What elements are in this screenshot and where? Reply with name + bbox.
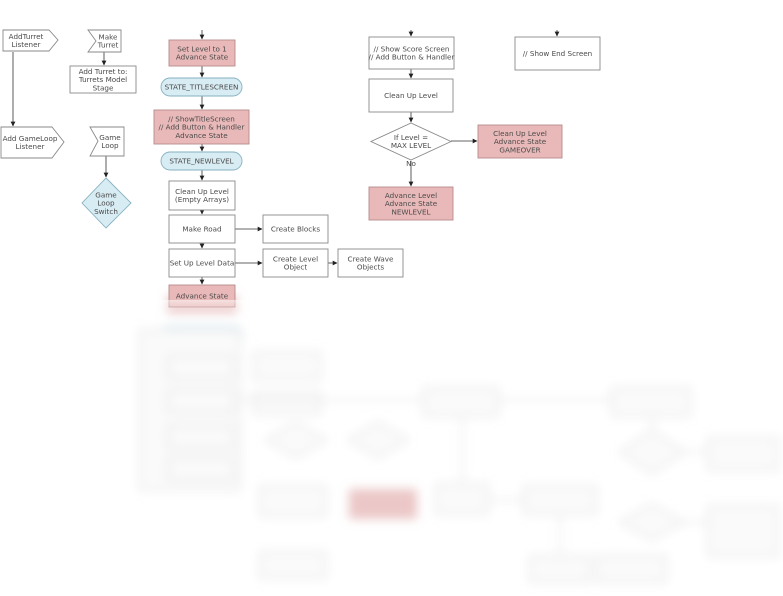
node-state-newlevel[interactable]: STATE_NEWLEVEL: [160, 151, 243, 171]
node-set-up-level-data[interactable]: Set Up Level Data: [168, 248, 236, 278]
node-cleanup-gameover-line-3: GAMEOVER: [499, 145, 540, 154]
node-cleanup-empty-line-2: (Empty Arrays): [175, 195, 229, 204]
node-advance-level-newlevel[interactable]: Advance Level Advance State NEWLEVEL: [368, 186, 454, 221]
node-add-gameloop-listener[interactable]: Add GameLoop Listener: [0, 126, 65, 159]
node-advance-newlevel-line-1: Advance Level: [385, 191, 437, 200]
node-setlevel-line-1: Set Level to 1: [177, 45, 226, 54]
node-advance-newlevel-line-2: Advance State: [385, 199, 438, 208]
nodes: AddTurret Listener Make Turret Add Turre…: [0, 29, 601, 308]
node-showscore-line-1: // Show Score Screen: [374, 45, 450, 54]
node-state-titlescreen[interactable]: STATE_TITLESCREEN: [160, 77, 243, 97]
node-game-loop-switch[interactable]: Game Loop Switch: [81, 177, 132, 229]
node-clean-up-level[interactable]: Clean Up Level: [368, 78, 454, 113]
node-showtitle-line-1: // ShowTitleScreen: [168, 114, 235, 123]
node-createblocks-label: Create Blocks: [271, 225, 321, 234]
node-create-wave-objects[interactable]: Create Wave Objects: [337, 248, 404, 278]
node-advance-newlevel-line-3: NEWLEVEL: [391, 207, 430, 216]
node-state-newlevel-label: STATE_NEWLEVEL: [169, 157, 233, 166]
blurred-lower-diagram: [139, 295, 779, 583]
node-makeroad-label: Make Road: [182, 225, 221, 234]
node-setlevel-line-2: Advance State: [176, 53, 229, 62]
edge-label-no: No: [406, 159, 416, 168]
node-make-road[interactable]: Make Road: [168, 214, 236, 244]
node-addturret-line-1: AddTurret: [9, 32, 44, 41]
node-addturretto-line-3: Stage: [93, 83, 114, 92]
node-showend-label: // Show End Screen: [523, 49, 592, 58]
node-show-end-screen[interactable]: // Show End Screen: [514, 36, 601, 71]
node-showtitle-line-2: // Add Button & Handler: [159, 123, 245, 132]
node-advancestate-bottom-label: Advance State: [176, 292, 229, 301]
node-if-level-max[interactable]: If Level = MAX LEVEL: [369, 122, 453, 161]
node-showtitle-line-3: Advance State: [175, 131, 228, 140]
node-maketurret-line-2: Turret: [97, 41, 119, 50]
node-addturret-line-2: Listener: [12, 40, 41, 49]
node-createlevelobject-line-1: Create Level: [273, 255, 318, 264]
node-iflevelmax-line-1: If Level =: [394, 133, 428, 142]
blur-seam: [150, 300, 260, 314]
node-cleanup-gameover-line-1: Clean Up Level: [493, 129, 547, 138]
node-createwaveobjects-line-1: Create Wave: [348, 255, 394, 264]
node-create-blocks[interactable]: Create Blocks: [262, 214, 329, 244]
node-show-title-screen[interactable]: // ShowTitleScreen // Add Button & Handl…: [153, 109, 250, 145]
node-clean-up-gameover[interactable]: Clean Up Level Advance State GAMEOVER: [477, 124, 563, 159]
node-addgameloop-line-1: Add GameLoop: [3, 134, 58, 143]
node-addturretto-line-2: Turrets Model: [78, 75, 127, 84]
node-game-loop[interactable]: Game Loop: [89, 126, 125, 157]
node-gameloopswitch-line-3: Switch: [94, 207, 118, 216]
edges: No: [10, 30, 560, 285]
node-addturret-listener[interactable]: AddTurret Listener: [2, 29, 59, 52]
node-show-score-screen[interactable]: // Show Score Screen // Add Button & Han…: [368, 36, 455, 70]
node-cleanup-gameover-line-2: Advance State: [494, 137, 547, 146]
node-createwaveobjects-line-2: Objects: [357, 263, 384, 272]
node-make-turret[interactable]: Make Turret: [87, 29, 122, 53]
node-addturretto-line-1: Add Turret to:: [79, 67, 128, 76]
node-maketurret-line-1: Make: [99, 33, 119, 42]
node-iflevelmax-line-2: MAX LEVEL: [391, 141, 431, 150]
node-create-level-object[interactable]: Create Level Object: [262, 248, 329, 278]
node-gameloopswitch-line-1: Game: [95, 190, 117, 199]
node-set-level-advance[interactable]: Set Level to 1 Advance State: [168, 39, 236, 67]
node-state-titlescreen-label: STATE_TITLESCREEN: [165, 83, 239, 92]
node-clean-up-level-empty[interactable]: Clean Up Level (Empty Arrays): [168, 180, 236, 211]
node-cleanuplevel-label: Clean Up Level: [384, 91, 438, 100]
node-createlevelobject-line-2: Object: [284, 263, 308, 272]
node-add-turret-to[interactable]: Add Turret to: Turrets Model Stage: [69, 65, 137, 94]
node-gameloop-line-1: Game: [99, 133, 121, 142]
node-gameloop-line-2: Loop: [101, 141, 119, 150]
node-showscore-line-2: // Add Button & Handler: [369, 53, 455, 62]
node-addgameloop-line-2: Listener: [16, 142, 45, 151]
node-gameloopswitch-line-2: Loop: [97, 199, 115, 208]
node-cleanup-empty-line-1: Clean Up Level: [175, 187, 229, 196]
node-setupleveldata-label: Set Up Level Data: [170, 259, 235, 268]
